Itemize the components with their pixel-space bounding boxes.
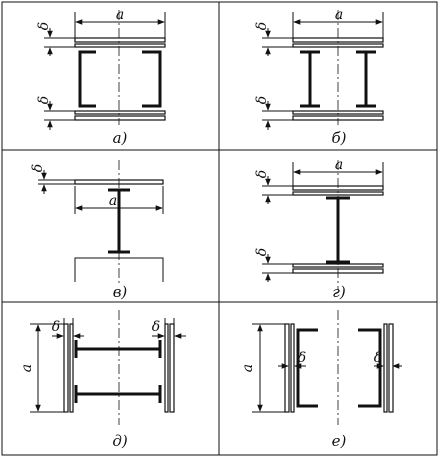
panel-caption: а) bbox=[113, 129, 128, 147]
left-inner-plate bbox=[290, 323, 295, 413]
top-plate bbox=[74, 179, 164, 185]
right-channel bbox=[142, 50, 162, 108]
panel-v: a δ в) bbox=[30, 160, 164, 301]
bottom-flange-plate bbox=[74, 115, 166, 121]
panel-e: a δ δ е) bbox=[240, 310, 402, 450]
i-beam bbox=[326, 196, 350, 264]
top-cover-plate bbox=[292, 43, 384, 48]
right-channel bbox=[358, 328, 382, 408]
bottom-cover-plate bbox=[292, 110, 384, 115]
thickness-right-label: δ bbox=[374, 350, 382, 366]
top-plate bbox=[292, 185, 384, 191]
thickness-right-label: δ bbox=[152, 319, 160, 335]
thickness-bottom-label: δ bbox=[254, 96, 270, 104]
thickness-label: δ bbox=[30, 164, 46, 172]
thickness-top-label: δ bbox=[36, 22, 52, 30]
thickness-top-label: δ bbox=[254, 170, 270, 178]
width-dimension-label: a bbox=[109, 193, 117, 209]
thickness-left-label: δ bbox=[52, 319, 60, 335]
thickness-top-label: δ bbox=[254, 22, 270, 30]
bottom-flange-plate bbox=[292, 115, 384, 121]
width-dimension-label: a bbox=[335, 157, 343, 173]
lower-channel bbox=[74, 257, 164, 282]
left-outer-plate bbox=[284, 323, 290, 413]
right-i-beam bbox=[356, 50, 376, 108]
left-i-beam bbox=[300, 50, 320, 108]
panel-g: a δ δ г) bbox=[254, 157, 384, 301]
panel-caption: б) bbox=[331, 129, 346, 147]
panel-caption: е) bbox=[332, 432, 347, 450]
panel-d: a δ δ д) bbox=[19, 310, 186, 450]
left-side-plate bbox=[63, 323, 69, 413]
thickness-bottom-label: δ bbox=[36, 96, 52, 104]
width-dimension-label: a bbox=[335, 7, 343, 23]
top-cover-plate bbox=[74, 43, 166, 48]
upper-i-beam bbox=[74, 340, 162, 358]
bottom-cover-plate bbox=[74, 110, 166, 115]
right-side-plate-2 bbox=[169, 323, 175, 413]
top-flange-plate bbox=[74, 37, 166, 43]
panel-a: a δ δ а) bbox=[36, 7, 166, 147]
bottom-cover-plate bbox=[292, 263, 384, 268]
right-outer-plate bbox=[388, 323, 394, 413]
panel-caption: д) bbox=[112, 432, 128, 450]
width-dimension-label: a bbox=[116, 7, 124, 23]
height-dimension-label: a bbox=[19, 364, 35, 372]
left-side-plate-2 bbox=[164, 323, 169, 413]
lower-i-beam bbox=[74, 385, 162, 403]
right-side-plate bbox=[69, 323, 74, 413]
panel-caption: в) bbox=[113, 283, 128, 301]
left-channel bbox=[78, 50, 96, 108]
panel-b: a δ δ б) bbox=[254, 7, 384, 147]
panel-caption: г) bbox=[332, 283, 346, 301]
left-channel bbox=[296, 328, 318, 408]
thickness-left-label: δ bbox=[298, 350, 306, 366]
height-dimension-label: a bbox=[240, 364, 256, 372]
right-inner-plate bbox=[383, 323, 388, 413]
top-flange-plate bbox=[292, 37, 384, 43]
top-cover-plate bbox=[292, 191, 384, 196]
thickness-bottom-label: δ bbox=[254, 248, 270, 256]
i-beam bbox=[108, 188, 130, 254]
bottom-plate bbox=[292, 268, 384, 274]
